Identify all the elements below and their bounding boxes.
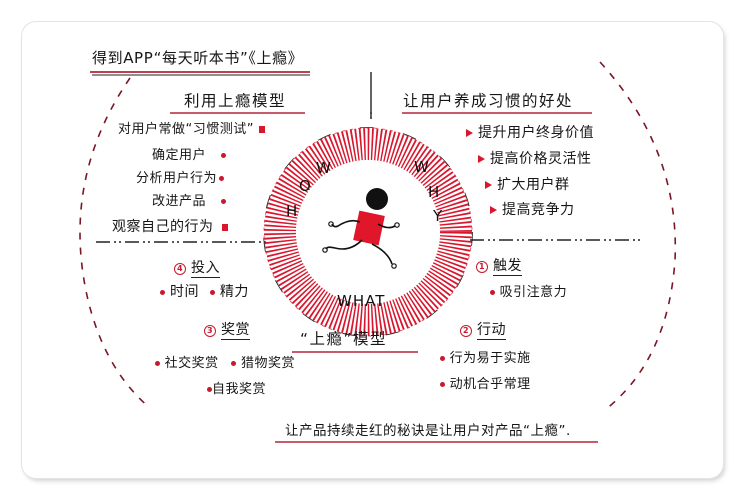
ring-letter-w-how: W — [316, 159, 331, 177]
list-item: 观察自己的行为 — [112, 219, 229, 235]
dot-bullet-icon — [220, 153, 226, 158]
ring-letter-y-why: Y — [433, 207, 443, 225]
heading-habit-benefits: 让用户养成习惯的好处 — [403, 92, 574, 110]
ring-letter-w-why: W — [414, 158, 429, 176]
step-number-badge: 3 — [204, 324, 216, 337]
heading-use-hook-model: 利用上瘾模型 — [184, 92, 287, 110]
list-item: 自我奖赏 — [207, 382, 266, 398]
section-reward: 3 奖赏 — [204, 322, 250, 340]
dot-bullet-icon — [440, 382, 445, 387]
triangle-bullet-icon — [490, 206, 497, 214]
dot-bullet-icon — [220, 199, 226, 204]
ring-letter-h-how: H — [286, 202, 298, 220]
title-underline — [90, 71, 310, 76]
list-item: 分析用户行为 — [136, 171, 225, 187]
dot-bullet-icon — [155, 361, 160, 366]
list-item: 确定用户 — [152, 148, 226, 164]
section-investment: 4 投入 — [174, 260, 220, 278]
running-figure-icon — [322, 188, 400, 269]
section-heading: 触发 — [493, 258, 522, 276]
list-item: 提升用户终身价值 — [466, 125, 594, 141]
dot-bullet-icon — [490, 290, 495, 295]
step-number-badge: 2 — [460, 324, 472, 337]
list-item: 社交奖赏 猎物奖赏 — [155, 356, 295, 372]
triangle-bullet-icon — [478, 155, 485, 163]
triangle-bullet-icon — [466, 129, 473, 137]
list-item: 提高价格灵活性 — [478, 151, 591, 167]
dot-bullet-icon — [209, 289, 215, 295]
axis-lines — [96, 72, 640, 243]
dashed-outer-arc — [79, 61, 677, 411]
ring-letter-o-how: O — [299, 177, 311, 195]
ring-letter-h-why: H — [428, 183, 440, 201]
list-item: 吸引注意力 — [490, 285, 567, 301]
list-item: 扩大用户群 — [485, 177, 569, 193]
list-item: 对用户常做“习惯测试” — [118, 122, 265, 138]
page-title: 得到APP“每天听本书”《上瘾》 — [92, 49, 304, 67]
section-heading: 奖赏 — [221, 322, 250, 340]
dot-bullet-icon — [160, 289, 165, 295]
list-item: 提高竞争力 — [490, 202, 574, 218]
list-item: 动机合乎常理 — [440, 377, 531, 393]
dot-bullet-icon — [207, 387, 212, 392]
conclusion-text: 让产品持续走红的秘诀是让用户对产品“上瘾”. — [285, 423, 571, 439]
section-heading: 投入 — [191, 260, 220, 278]
square-bullet-icon — [258, 126, 265, 133]
list-item: 改进产品 — [152, 194, 226, 210]
ring-label-what: WHAT — [337, 292, 386, 310]
step-number-badge: 4 — [174, 262, 186, 275]
section-trigger: 1 触发 — [476, 258, 522, 276]
square-bullet-icon — [222, 223, 229, 231]
section-heading: 行动 — [477, 322, 506, 340]
triangle-bullet-icon — [485, 181, 492, 189]
model-label: “上瘾”模型 — [300, 330, 388, 348]
section-action: 2 行动 — [460, 322, 506, 340]
list-item: 行为易于实施 — [440, 351, 531, 367]
list-item: 时间 精力 — [160, 284, 249, 300]
dot-bullet-icon — [440, 356, 445, 361]
dot-bullet-icon — [231, 361, 237, 366]
step-number-badge: 1 — [476, 260, 488, 273]
dot-bullet-icon — [219, 176, 225, 181]
